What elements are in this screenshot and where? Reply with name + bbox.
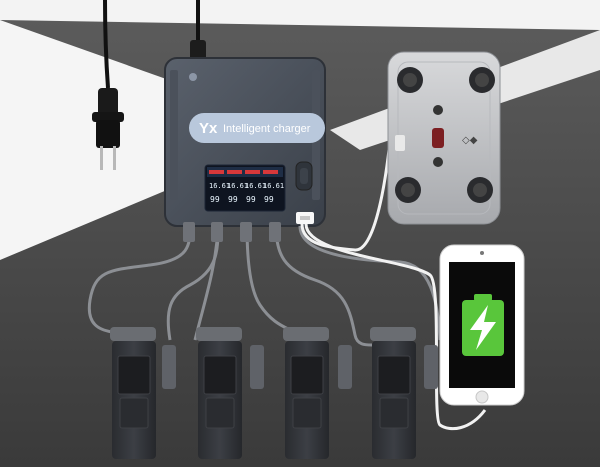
smartphone-icon: [439, 244, 525, 406]
charger-button[interactable]: [295, 161, 313, 191]
battery-1: [110, 327, 156, 459]
lcd-percent-3: 99: [246, 195, 256, 204]
lcd-percent-2: 99: [228, 195, 238, 204]
charger-label: Intelligent charger: [223, 123, 311, 135]
lcd-percent-1: 99: [210, 195, 220, 204]
charger: Yx Intelligent charger 16.61 16.61 16.61…: [164, 57, 326, 227]
battery-charging-icon: [462, 294, 504, 356]
drone-battery-icon: [110, 327, 416, 459]
lcd-voltage-3: 16.61: [245, 182, 266, 190]
lcd-percent-4: 99: [264, 195, 274, 204]
charger-logo: Yx: [199, 120, 218, 137]
power-plug-icon: [96, 120, 120, 170]
battery-3: [283, 327, 329, 459]
power-cables: [92, 0, 206, 122]
charger-logo-badge: Yx Intelligent charger: [189, 113, 325, 143]
remote-controller-icon: ◇◆: [387, 51, 501, 225]
battery-4: [370, 327, 416, 459]
battery-2: [196, 327, 242, 459]
cable-plugs: [162, 222, 438, 389]
lcd-voltage-1: 16.61: [209, 182, 230, 190]
charger-lcd-display: 16.61 16.61 16.61 16.61 99 99 99 99: [204, 164, 286, 212]
lcd-voltage-2: 16.61: [227, 182, 248, 190]
lcd-voltage-4: 16.61: [263, 182, 284, 190]
svg-text:◇◆: ◇◆: [462, 135, 478, 146]
